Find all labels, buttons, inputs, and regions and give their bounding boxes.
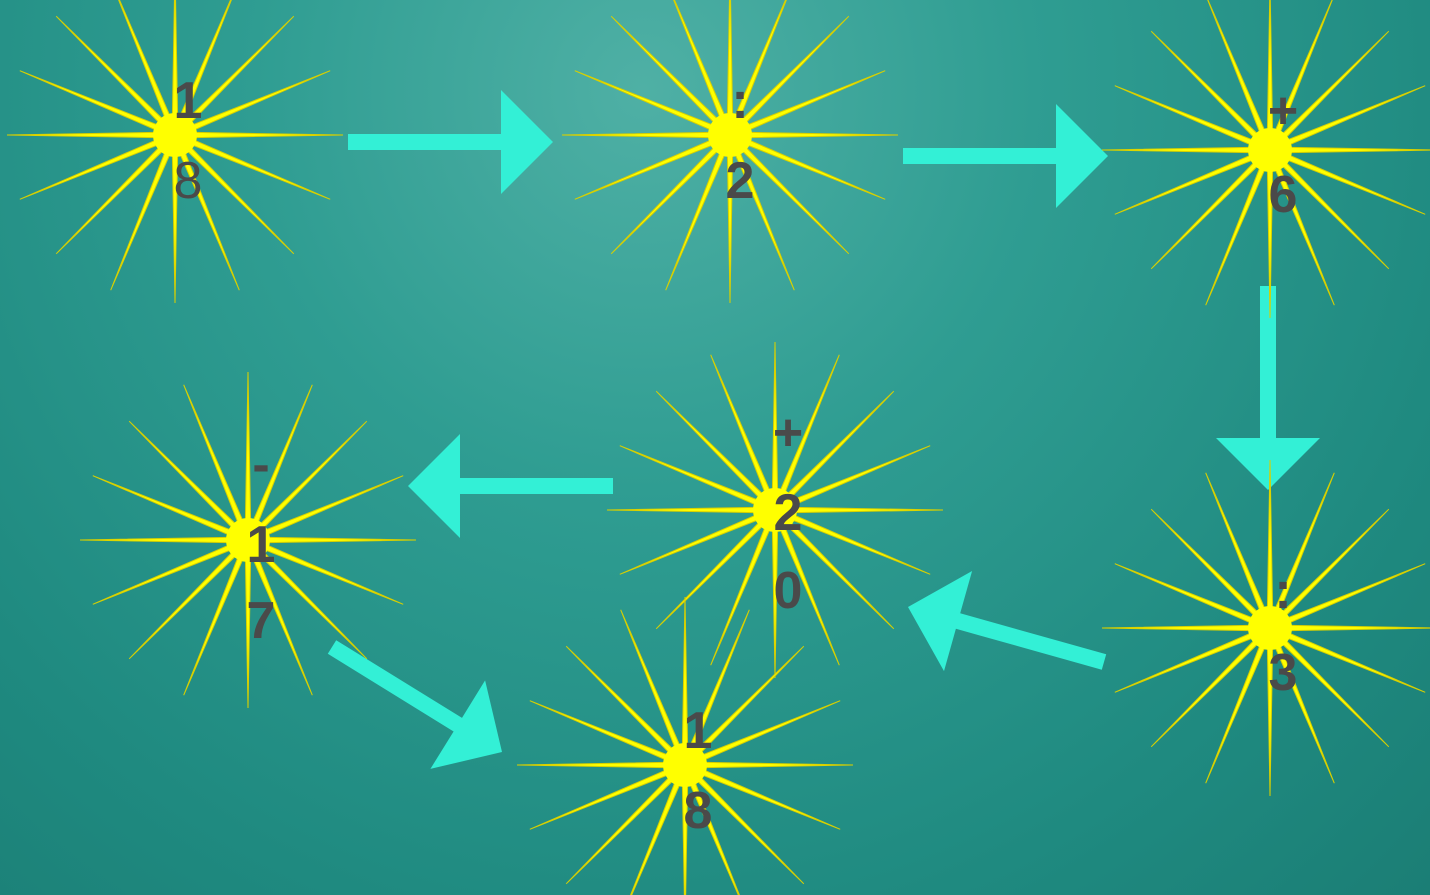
star-node-n7: 18 bbox=[517, 597, 853, 895]
star-node-n1: 18 bbox=[7, 0, 343, 303]
node-label-line: 8 bbox=[174, 152, 203, 210]
node-label-line: 8 bbox=[684, 782, 713, 840]
node-label-line: 2 bbox=[774, 484, 803, 542]
node-label-line: 6 bbox=[1269, 166, 1298, 224]
star-node-n6: - 1 7 bbox=[80, 372, 416, 708]
node-label-line: 3 bbox=[1269, 644, 1298, 702]
node-label-line: 1 bbox=[684, 702, 713, 760]
node-label-line: 2 bbox=[726, 152, 755, 210]
node-label-line: : bbox=[731, 72, 748, 130]
node-label-line: 0 bbox=[774, 562, 803, 620]
arrow-n1-to-n2 bbox=[348, 90, 553, 194]
node-label-line: 1 bbox=[247, 516, 276, 574]
star-node-n5: +2 0 bbox=[607, 342, 943, 678]
star-node-n4: :3 bbox=[1102, 460, 1430, 796]
node-label-line: 7 bbox=[247, 592, 276, 650]
star-node-n3: +6 bbox=[1102, 0, 1430, 318]
node-label-line: 1 bbox=[174, 72, 203, 130]
arrow-n6-to-n7 bbox=[328, 640, 502, 769]
node-label-line: + bbox=[773, 404, 803, 462]
arrow-n5-to-n6 bbox=[408, 434, 613, 538]
arrow-n3-to-n4 bbox=[1216, 286, 1320, 490]
arrow-n4-to-n5 bbox=[908, 571, 1106, 671]
node-label-line: : bbox=[1274, 562, 1291, 620]
node-label-line: - bbox=[252, 436, 269, 494]
arrow-n2-to-n3 bbox=[903, 104, 1108, 208]
node-label-line: + bbox=[1268, 82, 1298, 140]
star-node-n2: :2 bbox=[562, 0, 898, 303]
